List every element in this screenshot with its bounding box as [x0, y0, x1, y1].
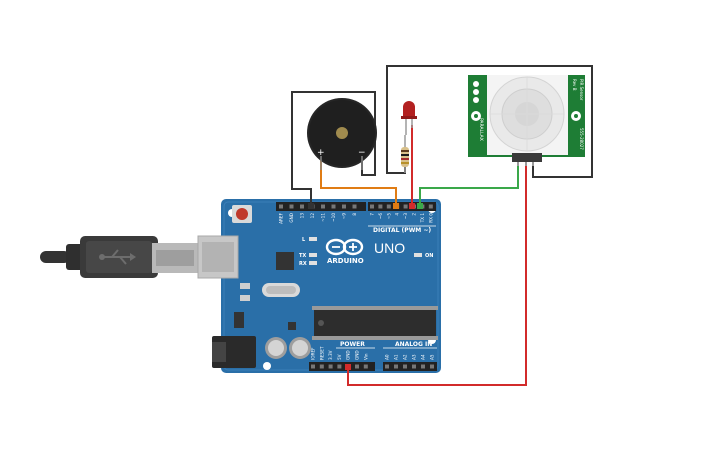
digital-label: DIGITAL (PWM ~) [373, 227, 431, 234]
pin-label: 7 [370, 213, 375, 216]
led-tx-indicator [309, 253, 317, 257]
pin-label: 13 [300, 213, 305, 219]
pin-label: ~9 [342, 213, 347, 220]
led-rx-indicator [309, 261, 317, 265]
wire-buzzer-plus-pin[interactable] [320, 156, 397, 206]
header-pin[interactable] [352, 204, 357, 209]
header-pin[interactable] [386, 204, 391, 209]
pin-label: ~11 [321, 213, 326, 222]
pin-label: IOREF [311, 347, 316, 360]
piezo-buzzer[interactable]: + − [307, 98, 377, 170]
usb-icon [99, 249, 136, 265]
header-pin[interactable] [328, 364, 333, 369]
pin-label: RESET [319, 346, 324, 360]
wire-buzzer-minus-gnd[interactable] [291, 91, 376, 206]
pir-right-text-1: PIR Sensor [579, 79, 584, 101]
wire-pir-power[interactable] [347, 162, 527, 386]
header-pin[interactable] [421, 364, 425, 369]
power-label: POWER [340, 341, 365, 348]
led-l-indicator [309, 237, 317, 241]
header-pin[interactable] [355, 364, 359, 369]
led-rx-label: RX [299, 261, 307, 267]
header-pin[interactable] [428, 204, 433, 209]
pin-label: A0 [385, 354, 390, 360]
usb-cable [40, 236, 198, 278]
header-pin[interactable] [370, 204, 374, 209]
pir-sensor[interactable]: PARALLAX PIR Sensor 555-28027 Rev B [468, 75, 585, 166]
led-on-indicator [414, 253, 422, 257]
led-l-label: L [302, 237, 306, 243]
reset-button[interactable] [232, 205, 252, 223]
board-brand: ARDUINO [327, 257, 364, 265]
pin-label: GND [355, 350, 360, 360]
header-pin[interactable] [319, 364, 324, 369]
header-pin[interactable] [363, 364, 368, 369]
arduino-logo [325, 238, 364, 256]
header-pin[interactable] [331, 204, 336, 209]
pin-label: ~5 [386, 213, 391, 220]
pin-label: TX 1 [420, 213, 425, 224]
led-tx-label: TX [299, 253, 306, 259]
header-pin[interactable] [311, 364, 315, 369]
pin-label: 5V [337, 354, 342, 360]
pin-label: ~6 [378, 213, 383, 220]
atmega-chip [312, 306, 438, 340]
buzzer-plus-label: + [317, 148, 325, 158]
pin-label: GND [289, 213, 294, 223]
header-pin[interactable] [378, 204, 383, 209]
pin-label: A5 [430, 354, 435, 360]
analog-header[interactable]: A0 A1 A2 A3 A4 A5 [383, 354, 437, 371]
pir-right-text-2: 555-28027 [579, 128, 584, 150]
header-pin[interactable] [385, 364, 389, 369]
header-pin[interactable] [342, 204, 346, 209]
resistor[interactable] [401, 135, 409, 173]
header-pin[interactable] [289, 204, 294, 209]
header-pin[interactable] [412, 364, 416, 369]
pir-right-text-3: Rev B [572, 79, 577, 91]
wire-pir-signal[interactable] [419, 162, 519, 206]
wire-led-gnd[interactable] [386, 65, 593, 178]
pir-left-text: PARALLAX [478, 118, 484, 141]
board-model: UNO [374, 240, 405, 256]
header-pin[interactable] [394, 364, 398, 369]
pin-label: 4 [395, 213, 400, 216]
on-label: ON [425, 253, 433, 259]
header-pin[interactable] [321, 204, 325, 209]
pin-label: 8 [352, 213, 357, 216]
capacitors [265, 337, 311, 359]
header-pin[interactable] [300, 204, 304, 209]
red-led[interactable] [401, 101, 417, 135]
pin-label: ~10 [331, 213, 336, 222]
analog-label: ANALOG IN [395, 341, 432, 348]
buzzer-minus-label: − [358, 148, 366, 158]
pin-label: A3 [412, 354, 417, 360]
pin-label: A2 [403, 354, 408, 360]
pin-label: Vin [363, 353, 368, 360]
header-pin[interactable] [337, 364, 342, 369]
header-pin[interactable] [430, 364, 434, 369]
pin-label: ~3 [403, 213, 408, 220]
pin-label: A4 [421, 354, 426, 360]
header-pin[interactable] [403, 364, 407, 369]
arduino-uno-board[interactable]: L TX RX ON ARDUINO UNO AREF GND 13 12 ~11 ~10… [197, 199, 441, 373]
pin-label: AREF [279, 212, 284, 223]
pin-label: 12 [310, 213, 315, 219]
pin-label: 3.3V [328, 350, 333, 360]
wire-endpoints [308, 203, 423, 370]
buzzer-center [336, 127, 348, 139]
header-pin[interactable] [403, 204, 408, 209]
pin-label: GND [346, 350, 351, 360]
pin-label: RX 0 [428, 213, 433, 223]
pin-label: 2 [412, 213, 417, 216]
header-pin[interactable] [279, 204, 283, 209]
pin-label: A1 [394, 354, 399, 360]
